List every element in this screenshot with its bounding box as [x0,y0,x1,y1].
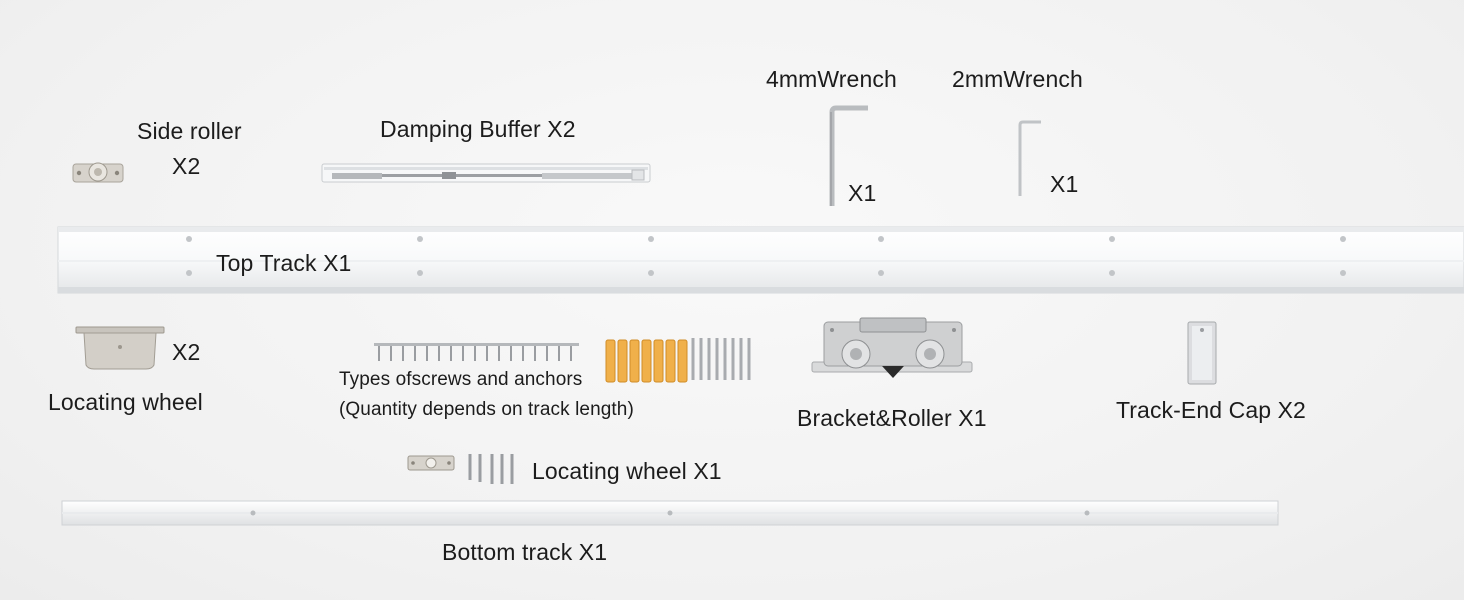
locating-wheel-small-image [406,452,520,488]
wrench-2mm-label: 2mmWrench [952,66,1083,92]
side-roller-qty: X2 [172,153,201,179]
damping-buffer-image [321,162,652,186]
side-roller-image [72,158,124,188]
anchors-image [604,336,756,386]
track-end-cap-label: Track-End Cap X2 [1116,397,1306,423]
bracket-roller-label: Bracket&Roller X1 [797,405,987,431]
wrench-2mm-image [1017,120,1043,198]
screws-image [374,343,582,365]
side-roller-label: Side roller [137,118,242,144]
locating-wheel-small-label: Locating wheel X1 [532,458,722,484]
top-track-image [57,225,1464,297]
wrench-4mm-label: 4mmWrench [766,66,897,92]
bracket-roller-image [810,317,976,386]
screws-label-line1: Types ofscrews and anchors [339,369,583,390]
screws-label-line2: (Quantity depends on track length) [339,399,634,420]
wrench-4mm-image [828,105,870,208]
wrench-2mm-qty: X1 [1050,171,1079,197]
wrench-4mm-qty: X1 [848,180,877,206]
bottom-track-image [61,498,1280,530]
locating-wheel-label: Locating wheel [48,389,203,415]
locating-wheel-qty: X2 [172,339,201,365]
top-track-label: Top Track X1 [216,250,352,276]
locating-wheel-image [75,325,166,371]
damping-buffer-label: Damping Buffer X2 [380,116,576,142]
track-end-cap-image [1186,320,1220,388]
bottom-track-label: Bottom track X1 [442,539,608,565]
